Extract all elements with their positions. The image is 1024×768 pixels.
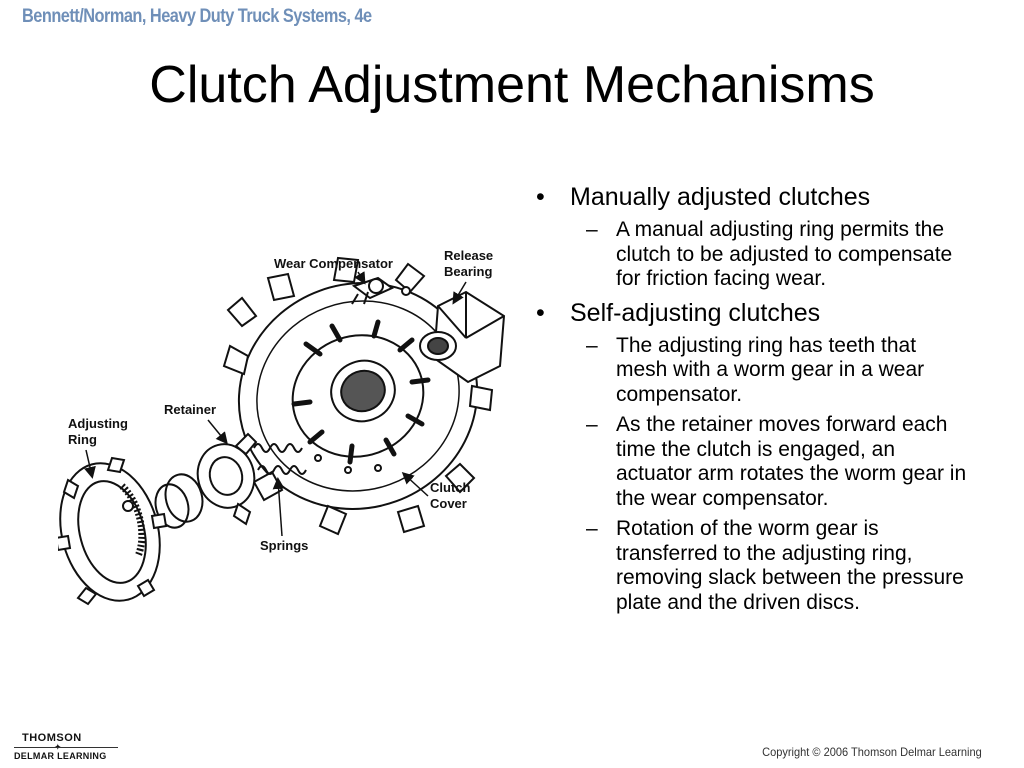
logo-bottom-text: DELMAR LEARNING: [14, 751, 107, 761]
release-bearing-drawing: [419, 290, 506, 384]
springs-drawing: [253, 443, 307, 475]
label-clutch-line1: Clutch: [430, 480, 471, 495]
logo-divider: [14, 747, 118, 748]
logo-top-text: THOMSON: [22, 732, 82, 744]
slide-title: Clutch Adjustment Mechanisms: [149, 56, 875, 114]
copyright-text: Copyright © 2006 Thomson Delmar Learning: [762, 745, 982, 759]
bullet-list: Manually adjusted clutches A manual adju…: [530, 180, 970, 621]
bullet-item: Self-adjusting clutches: [530, 298, 970, 328]
sub-bullet-item: As the retainer moves forward each time …: [530, 413, 970, 511]
label-retainer: Retainer: [164, 402, 216, 417]
label-clutch-line2: Cover: [430, 496, 467, 511]
label-springs: Springs: [260, 538, 308, 553]
leader-arrows: [84, 271, 467, 537]
clutch-exploded-view: Wear Compensator Release Bearing Retaine…: [58, 248, 506, 606]
publisher-logo: THOMSON ✦ DELMAR LEARNING: [14, 730, 118, 764]
label-release-line1: Release: [444, 248, 493, 263]
sub-bullet-item: Rotation of the worm gear is transferred…: [530, 517, 970, 615]
snap-rings-drawing: [154, 473, 204, 529]
clutch-diagram: Wear Compensator Release Bearing Retaine…: [58, 236, 514, 626]
sub-bullet-item: The adjusting ring has teeth that mesh w…: [530, 334, 970, 408]
label-adjusting-line2: Ring: [68, 432, 97, 447]
book-header: Bennett/Norman, Heavy Duty Truck Systems…: [22, 6, 372, 27]
label-release-line2: Bearing: [444, 264, 492, 279]
label-adjusting-line1: Adjusting: [68, 416, 128, 431]
adjusting-ring-drawing: [58, 456, 168, 606]
sub-bullet-item: A manual adjusting ring permits the clut…: [530, 218, 970, 292]
bullet-item: Manually adjusted clutches: [530, 182, 970, 212]
retainer-drawing: [196, 432, 258, 526]
label-wear-compensator: Wear Compensator: [274, 256, 393, 271]
